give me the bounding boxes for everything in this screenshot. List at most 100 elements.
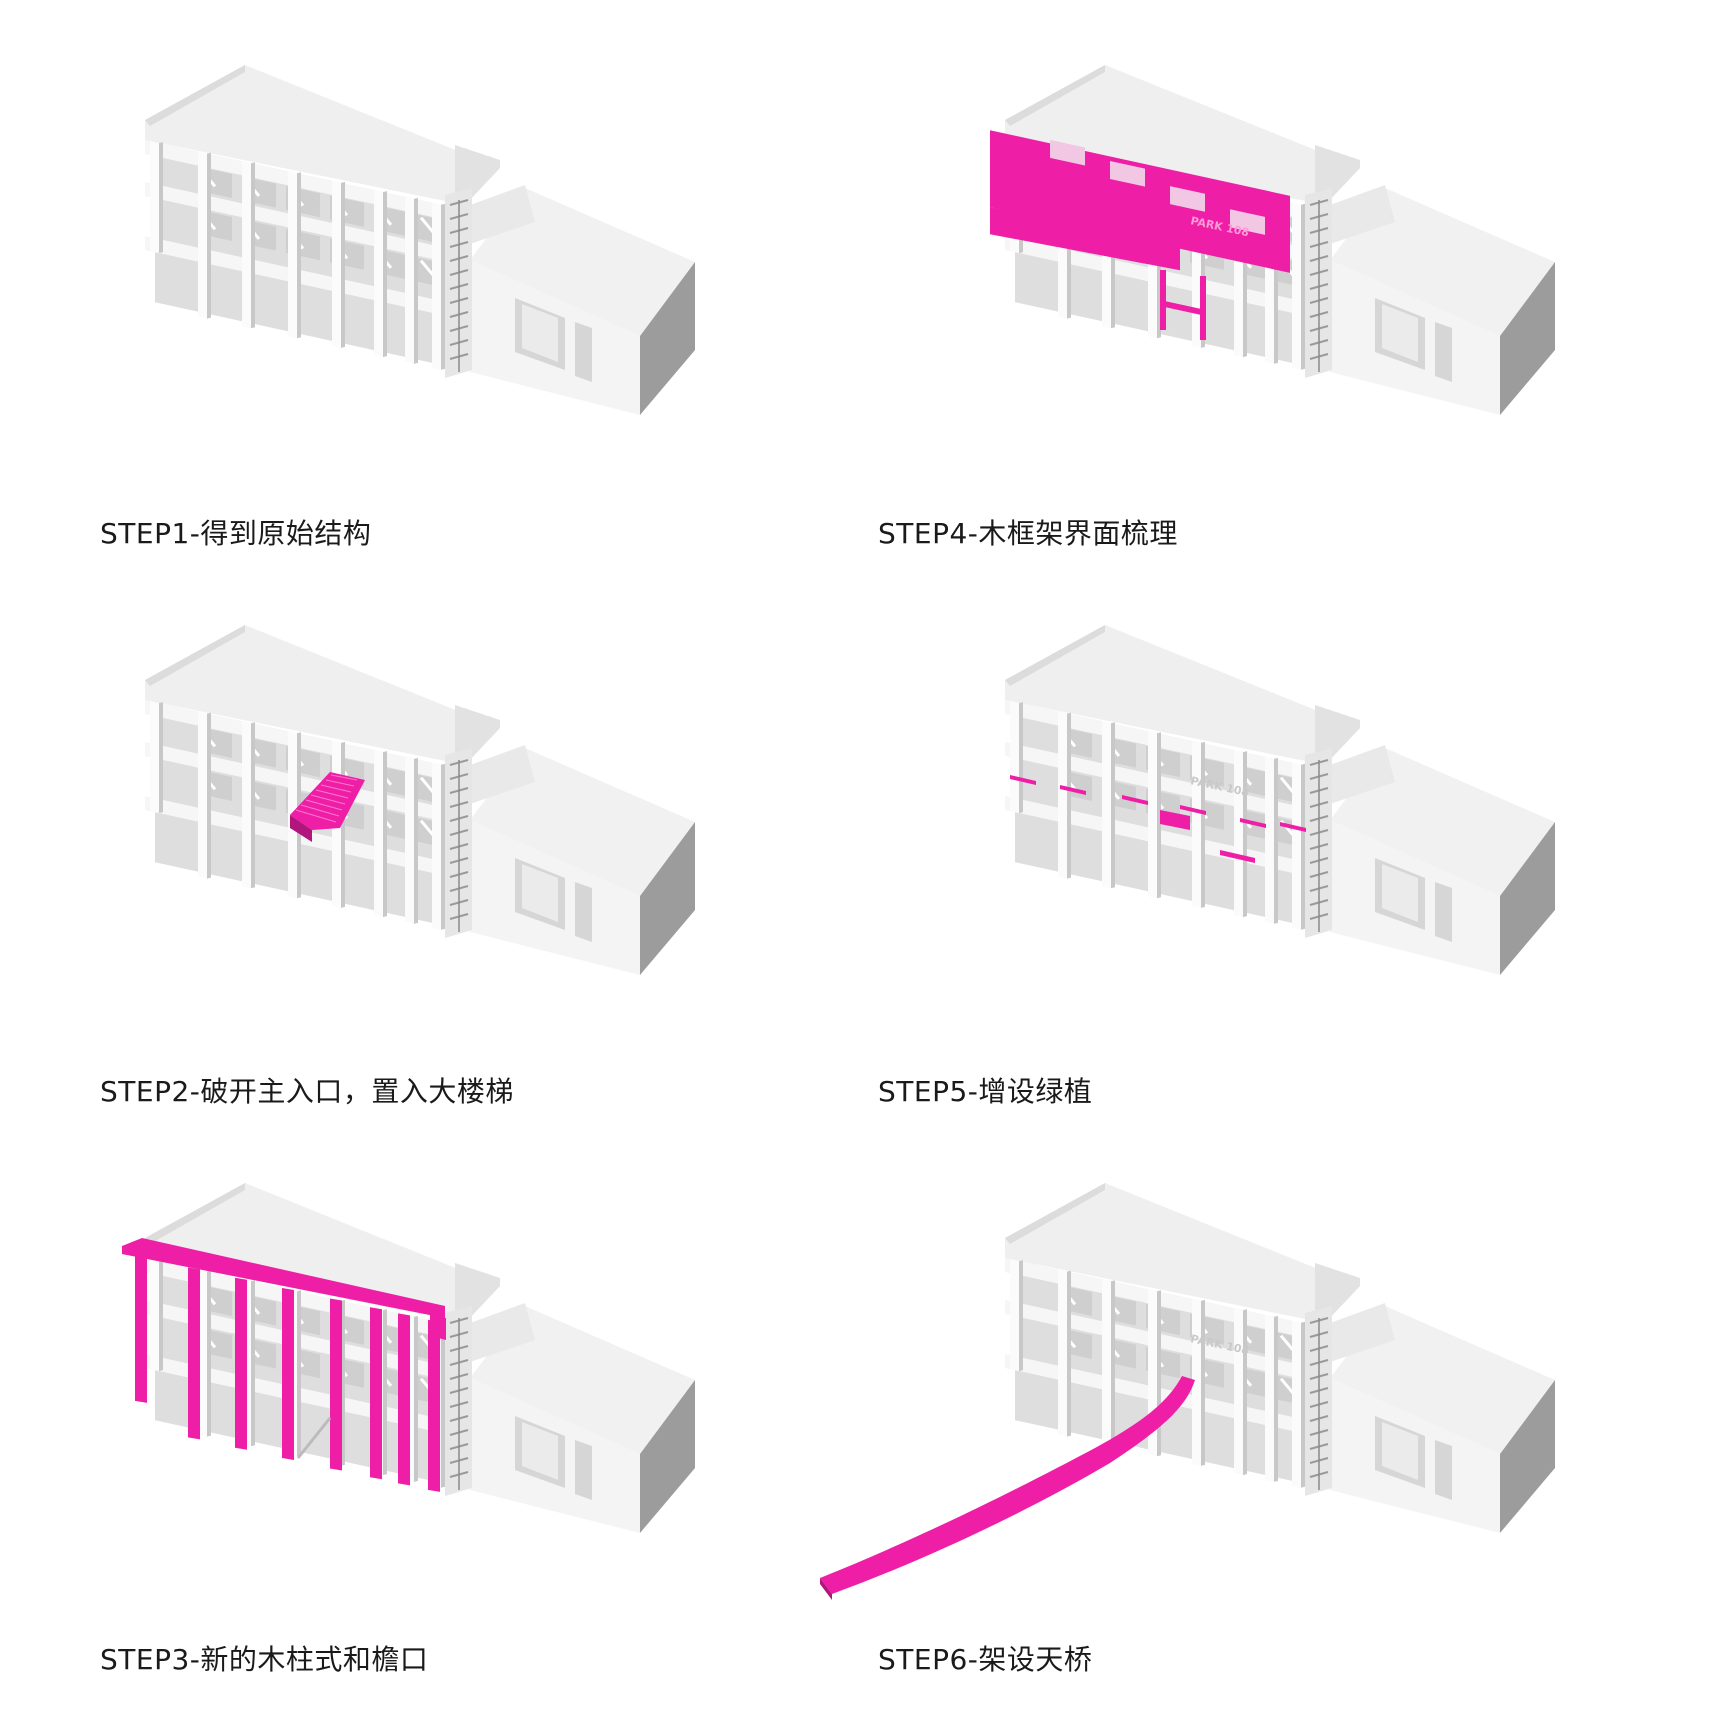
main-roof [145,625,500,765]
annex-parapet [1330,185,1395,244]
column-side [441,1321,445,1488]
facade-interface-panel [990,130,1290,273]
annex-door [575,1440,592,1500]
building-axonometric: PARK 108 [1005,625,1555,975]
planter-strip [1180,805,1206,815]
column-7 [1265,1314,1274,1482]
column-1 [150,141,159,254]
annex-roof [1330,188,1555,336]
column-2 [1058,711,1067,879]
column-2 [198,711,207,879]
stair-step-line [315,789,349,799]
column-3 [1102,1279,1111,1447]
planter-strip [1240,818,1266,828]
column-side [1111,1280,1115,1447]
column-side [414,757,418,924]
column-side [297,172,301,339]
column-side [341,181,345,348]
annex-window-inner [522,1422,558,1480]
main-roof [145,1183,500,1323]
annex-window-inner [522,864,558,922]
step5-caption: STEP5-增设绿植 [878,1075,1093,1108]
column-side [1067,1270,1071,1437]
column-side [1301,763,1305,930]
annex-side-wall [640,822,695,975]
column-side [159,702,163,814]
facade-window [1050,139,1085,166]
annex-roof [470,748,695,896]
building-axonometric: PARK 108 [820,1183,1555,1600]
roof-edge [145,625,245,686]
main-roof [145,65,500,205]
column-side [297,1290,301,1457]
roof-edge [145,1183,245,1244]
step4-caption: STEP4-木框架界面梳理 [878,517,1178,550]
building-axonometric: PARK 108 [990,65,1555,415]
planter-strip [1280,822,1306,832]
step4-building-diagram: PARK 108 [990,65,1555,415]
column-side [251,722,255,889]
step4-panel: PARK 108 STEP4-木框架界面梳理 [860,0,1720,560]
step2-panel: STEP2-破开主入口，置入大楼梯 [0,560,860,1120]
annex-parapet [1330,1303,1395,1362]
column-side [441,763,445,930]
new-timber-column-8 [428,1319,440,1492]
new-cornice [122,1238,445,1318]
stair-step-line [325,779,355,787]
new-timber-column-6 [370,1307,382,1480]
step6-building-diagram: PARK 108 [820,1183,1555,1600]
new-timber-column-5 [330,1298,342,1471]
new-timber-column-1 [135,1255,147,1403]
column-1 [150,701,159,814]
step3-building-diagram [122,1183,695,1533]
annex-window-inner [1382,1422,1418,1480]
column-side [383,1309,387,1476]
column-8 [1292,762,1301,930]
annex-roof [1330,748,1555,896]
annex-roof [1330,1306,1555,1454]
column-6 [374,190,383,358]
step3-panel: STEP3-新的木柱式和檐口 [0,1118,860,1718]
new-timber-column-7 [398,1313,410,1486]
column-5 [1192,740,1201,908]
facade-lower-band [990,207,1180,271]
annex-door [1435,322,1452,382]
annex-door [1435,1440,1452,1500]
annex-side-wall [1500,262,1555,415]
main-roof [1005,65,1360,205]
column-side [1157,1290,1161,1457]
column-side [1301,1321,1305,1488]
column-2 [1058,1269,1067,1437]
facade-window [1110,160,1145,187]
stair-step-line [300,804,340,817]
planter-strip [1220,850,1255,863]
column-6 [374,750,383,918]
building-axonometric [145,625,695,975]
main-stair-highlight [290,772,365,830]
column-8 [432,202,441,370]
column-1 [150,1259,159,1372]
column-side [414,197,418,364]
stair-step-line [305,799,343,811]
column-side [1274,757,1278,924]
step6-caption: STEP6-架设天桥 [878,1643,1093,1676]
facade-window [1170,186,1205,212]
column-7 [405,756,414,924]
annex-side-wall [1500,822,1555,975]
column-8 [1292,1320,1301,1488]
annex-roof [470,188,695,336]
planter-strip [1060,785,1086,795]
annex-parapet [470,745,535,804]
column-side [1243,751,1247,918]
column-1 [1010,701,1019,814]
roof-edge [1005,625,1105,686]
main-stair-side [290,815,312,842]
step1-caption: STEP1-得到原始结构 [100,517,372,550]
column-3 [1102,721,1111,889]
stair-step-line [310,794,346,805]
column-side [1274,1315,1278,1482]
column-side [1067,712,1071,879]
annex-parapet [1330,745,1395,804]
skybridge [820,1376,1195,1594]
facade-window [1230,209,1265,235]
